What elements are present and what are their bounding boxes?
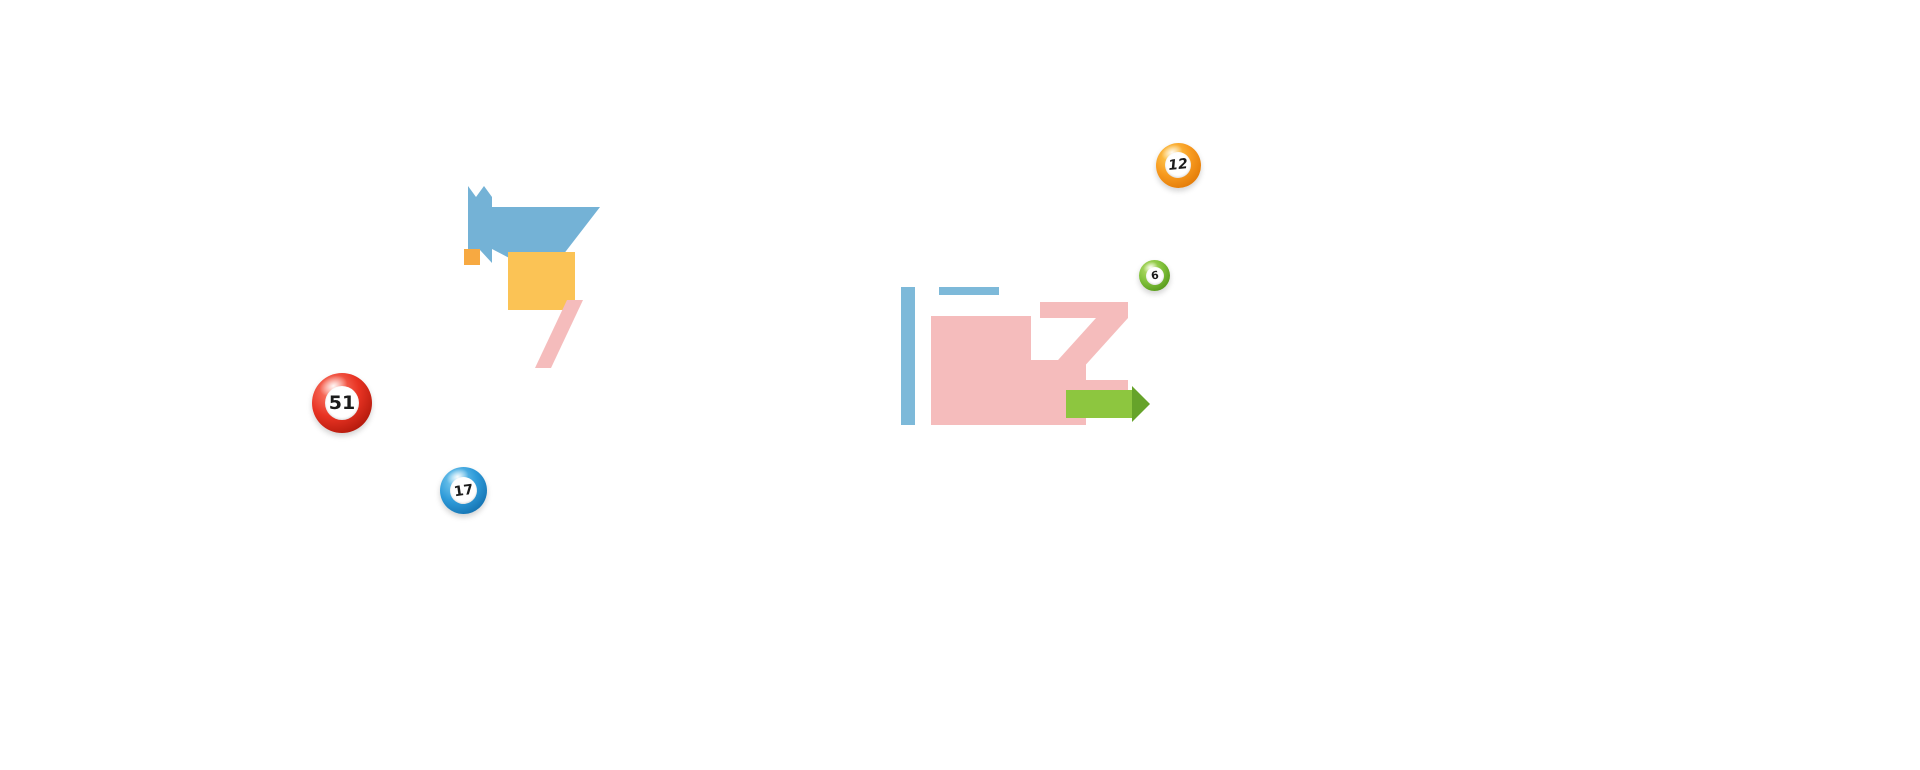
bingo-ball-number: 51 xyxy=(324,385,360,421)
bingo-ball-17: 17 xyxy=(440,467,487,514)
pink-block-upper-shape xyxy=(931,316,1031,360)
bingo-ball-number: 17 xyxy=(448,475,479,506)
bingo-ball-number: 12 xyxy=(1164,151,1193,180)
bingo-ball-number: 6 xyxy=(1144,265,1165,286)
orange-square-shape xyxy=(464,249,480,265)
blue-ribbon-shape xyxy=(468,186,492,263)
green-arrow-tip-shape xyxy=(1132,386,1150,422)
pink-stripe-shape xyxy=(535,300,583,368)
bingo-ball-6: 6 xyxy=(1139,260,1170,291)
bingo-ball-51: 51 xyxy=(312,373,372,433)
yellow-rect-shape xyxy=(508,252,575,310)
green-bar-shape xyxy=(1066,390,1132,418)
blue-vertical-bar-shape xyxy=(901,287,915,425)
blue-horizontal-bar-shape xyxy=(939,287,999,295)
pink-digit-two-shape xyxy=(1040,302,1128,396)
bingo-ball-12: 12 xyxy=(1156,143,1201,188)
